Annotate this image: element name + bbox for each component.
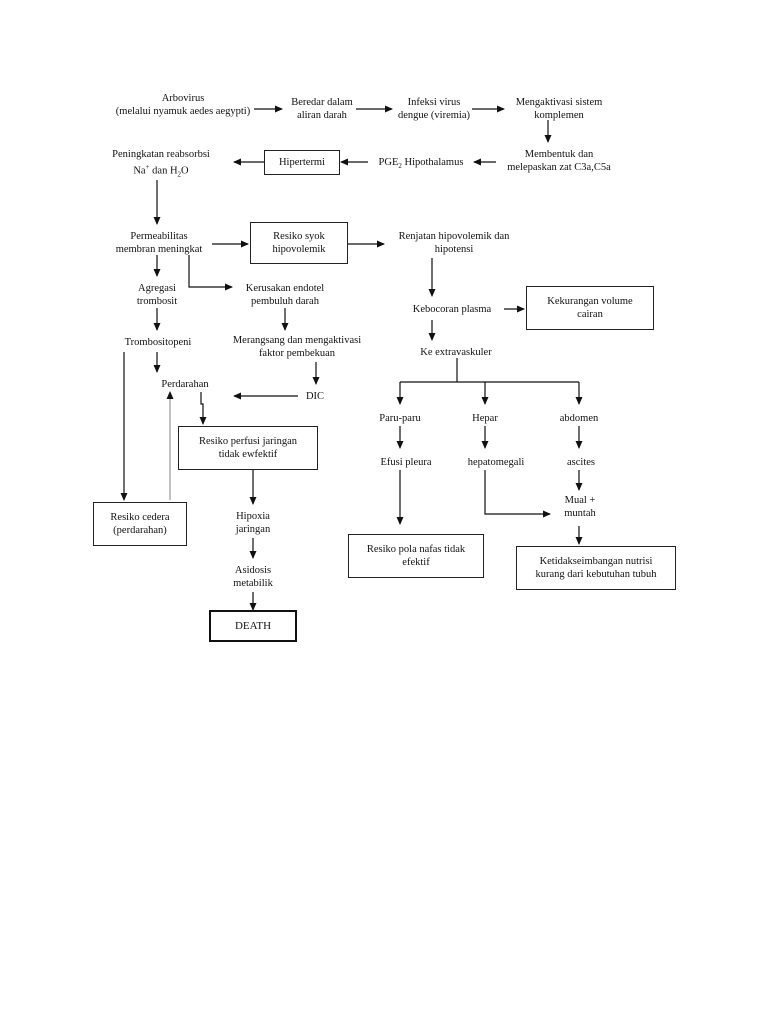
node-mual-line1: Mual + bbox=[564, 495, 596, 506]
node-ke-extra-label: Ke extravaskuler bbox=[420, 347, 492, 358]
node-beredar-line1: Beredar dalam bbox=[291, 97, 353, 108]
node-arbovirus-line2: (melalui nyamuk aedes aegypti) bbox=[115, 106, 251, 117]
arrow-perdarahan-resiko-perfusi bbox=[199, 392, 207, 425]
node-renjatan-line2: hipotensi bbox=[434, 244, 474, 255]
node-hipoxia-line1: Hipoxia bbox=[236, 511, 270, 522]
node-hipoxia-line2: jaringan bbox=[235, 524, 271, 535]
node-ascites: ascites bbox=[554, 456, 608, 469]
node-asidosis-line1: Asidosis bbox=[234, 565, 272, 576]
na-plus: + bbox=[145, 163, 150, 171]
node-kerusakan: Kerusakan endotel pembuluh darah bbox=[236, 282, 334, 308]
node-abdomen: abdomen bbox=[552, 412, 606, 425]
arrow-hepatomegali-mual bbox=[484, 470, 551, 518]
box-hipertermi-label: Hipertermi bbox=[278, 157, 326, 168]
hipothalamus-text: Hipothalamus bbox=[401, 157, 464, 168]
node-merangsang: Merangsang dan mengaktivasi faktor pembe… bbox=[222, 334, 372, 360]
box-resiko-perfusi-line1: Resiko perfusi jaringan bbox=[199, 436, 297, 447]
node-ke-extra: Ke extravaskuler bbox=[402, 346, 510, 359]
box-resiko-syok: Resiko syok hipovolemik bbox=[250, 222, 348, 264]
box-death-label: DEATH bbox=[234, 619, 272, 632]
node-permeabilitas-line2: membran meningkat bbox=[115, 244, 203, 255]
node-renjatan-line1: Renjatan hipovolemik dan bbox=[398, 231, 510, 242]
node-infeksi-line2: dengue (viremia) bbox=[397, 110, 470, 121]
node-beredar: Beredar dalam aliran darah bbox=[282, 96, 362, 122]
node-mengaktivasi-line2: komplemen bbox=[534, 110, 584, 121]
node-hepatomegali-label: hepatomegali bbox=[467, 457, 525, 468]
node-dic: DIC bbox=[298, 390, 332, 403]
node-paru: Paru-paru bbox=[372, 412, 428, 425]
box-kekurangan-line2: cairan bbox=[577, 309, 603, 320]
node-agregasi: Agregasi trombosit bbox=[117, 282, 197, 308]
node-merangsang-line1: Merangsang dan mengaktivasi bbox=[232, 335, 362, 346]
node-arbovirus: Arbovirus (melalui nyamuk aedes aegypti) bbox=[108, 92, 258, 118]
node-mengaktivasi: Mengaktivasi sistem komplemen bbox=[504, 96, 614, 122]
o-text: O bbox=[181, 165, 189, 177]
node-hepatomegali: hepatomegali bbox=[456, 456, 536, 469]
node-arbovirus-line1: Arbovirus bbox=[161, 93, 205, 104]
node-perdarahan-label: Perdarahan bbox=[161, 379, 209, 390]
node-agregasi-line2: trombosit bbox=[136, 296, 178, 307]
box-resiko-cedera-line1: Resiko cedera bbox=[110, 512, 170, 523]
node-membentuk-line1: Membentuk dan bbox=[524, 149, 594, 160]
node-membentuk-line2: melepaskan zat C3a,C5a bbox=[507, 162, 611, 173]
box-resiko-pola: Resiko pola nafas tidak efektif bbox=[348, 534, 484, 578]
node-efusi: Efusi pleura bbox=[366, 456, 446, 469]
node-abdomen-label: abdomen bbox=[559, 413, 599, 424]
node-renjatan: Renjatan hipovolemik dan hipotensi bbox=[386, 230, 522, 256]
node-peningkatan: Peningkatan reabsorbsi Na+ dan H2O bbox=[96, 148, 226, 182]
node-infeksi-line1: Infeksi virus bbox=[407, 97, 461, 108]
h2-sub: 2 bbox=[177, 170, 182, 179]
box-kekurangan-line1: Kekurangan volume bbox=[547, 296, 633, 307]
node-mual-line2: muntah bbox=[564, 508, 596, 519]
node-pge2: PGE2 Hipothalamus bbox=[366, 156, 476, 173]
pge-sub: 2 bbox=[398, 162, 402, 171]
box-resiko-cedera-line2: (perdarahan) bbox=[113, 525, 167, 536]
node-asidosis: Asidosis metabilik bbox=[214, 564, 292, 590]
box-hipertermi: Hipertermi bbox=[264, 150, 340, 175]
box-death: DEATH bbox=[209, 610, 297, 642]
node-hepar: Hepar bbox=[462, 412, 508, 425]
arrow-permeabilitas-kerusakan bbox=[188, 255, 233, 291]
box-kekurangan: Kekurangan volume cairan bbox=[526, 286, 654, 330]
box-ketidakseimbangan-line2: kurang dari kebutuhan tubuh bbox=[535, 569, 657, 580]
node-kebocoran: Kebocoran plasma bbox=[402, 303, 502, 316]
node-permeabilitas-line1: Permeabilitas bbox=[130, 231, 188, 242]
node-mengaktivasi-line1: Mengaktivasi sistem bbox=[515, 97, 603, 108]
box-ketidakseimbangan: Ketidakseimbangan nutrisi kurang dari ke… bbox=[516, 546, 676, 590]
box-resiko-syok-line1: Resiko syok bbox=[273, 231, 325, 242]
node-kebocoran-label: Kebocoran plasma bbox=[412, 304, 492, 315]
box-resiko-perfusi-line2: tidak ewfektif bbox=[218, 449, 278, 460]
node-trombositopeni: Trombositopeni bbox=[112, 336, 204, 349]
node-merangsang-line2: faktor pembekuan bbox=[258, 348, 336, 359]
node-beredar-line2: aliran darah bbox=[297, 110, 347, 121]
node-permeabilitas: Permeabilitas membran meningkat bbox=[104, 230, 214, 256]
node-asidosis-line2: metabilik bbox=[233, 578, 273, 589]
node-kerusakan-line1: Kerusakan endotel bbox=[245, 283, 325, 294]
node-membentuk: Membentuk dan melepaskan zat C3a,C5a bbox=[494, 148, 624, 174]
node-agregasi-line1: Agregasi bbox=[138, 283, 176, 294]
na-text: Na bbox=[133, 165, 146, 177]
node-peningkatan-line2: Na+ dan H2O bbox=[96, 161, 226, 182]
node-mual: Mual + muntah bbox=[552, 494, 608, 520]
box-resiko-perfusi: Resiko perfusi jaringan tidak ewfektif bbox=[178, 426, 318, 470]
pge-text: PGE bbox=[378, 157, 399, 168]
node-ascites-label: ascites bbox=[567, 457, 595, 468]
box-ketidakseimbangan-line1: Ketidakseimbangan nutrisi bbox=[539, 556, 653, 567]
node-infeksi: Infeksi virus dengue (viremia) bbox=[392, 96, 476, 122]
node-peningkatan-line1: Peningkatan reabsorbsi bbox=[112, 149, 210, 160]
node-trombositopeni-label: Trombositopeni bbox=[124, 337, 192, 348]
box-resiko-pola-line2: efektif bbox=[402, 557, 430, 568]
box-resiko-cedera: Resiko cedera (perdarahan) bbox=[93, 502, 187, 546]
box-resiko-pola-line1: Resiko pola nafas tidak bbox=[366, 544, 466, 555]
box-resiko-syok-line2: hipovolemik bbox=[272, 244, 326, 255]
node-kerusakan-line2: pembuluh darah bbox=[251, 296, 319, 307]
node-hipoxia: Hipoxia jaringan bbox=[218, 510, 288, 536]
node-dic-label: DIC bbox=[305, 391, 325, 402]
node-efusi-label: Efusi pleura bbox=[380, 457, 432, 468]
node-perdarahan: Perdarahan bbox=[150, 378, 220, 391]
node-paru-label: Paru-paru bbox=[379, 413, 421, 424]
node-hepar-label: Hepar bbox=[472, 413, 498, 424]
dan-h-text: dan H bbox=[149, 165, 178, 177]
